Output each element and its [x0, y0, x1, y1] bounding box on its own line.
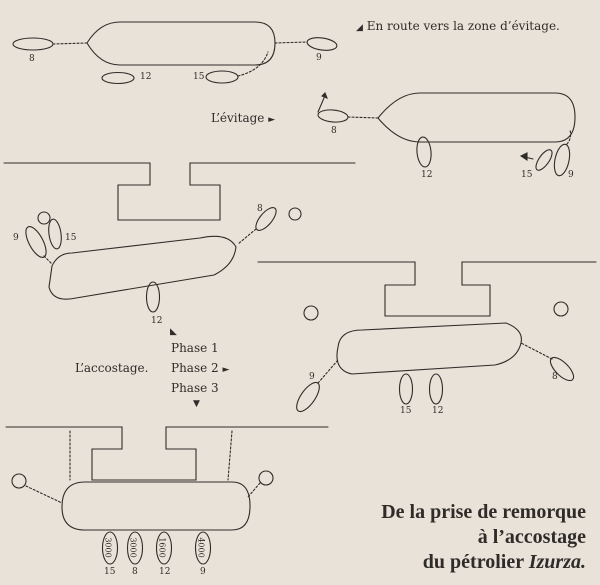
tug-number-15: 15 — [400, 406, 412, 416]
scene-phase-3 — [5, 426, 329, 565]
tug-12 — [416, 136, 432, 168]
tanker-hull — [377, 92, 576, 143]
tug-8 — [317, 109, 349, 123]
title-line-3: du pétrolier Izurza. — [381, 550, 586, 575]
tug-number-12: 12 — [421, 170, 433, 180]
tug-15 — [48, 218, 62, 250]
tanker-hull — [86, 21, 276, 66]
label-evitage: L’évitage ► — [211, 111, 275, 125]
mooring-buoy — [37, 211, 51, 225]
label-phase-3: Phase 3 — [171, 381, 219, 395]
mooring-buoy — [553, 301, 569, 317]
tug-number-8: 8 — [552, 372, 558, 382]
tug-number-8: 8 — [29, 54, 35, 64]
tug-number-12: 12 — [159, 567, 171, 577]
tug-12 — [145, 281, 161, 313]
towline — [274, 41, 308, 44]
wake-arrow-head — [321, 92, 328, 99]
tug-number-12: 12 — [432, 406, 444, 416]
tanker-hull — [336, 322, 522, 375]
arrow-down-icon: ▼ — [193, 399, 200, 409]
tug-number-15: 15 — [65, 233, 77, 243]
label-accostage: L’accostage. — [75, 361, 149, 375]
power-rating: 3000 — [103, 537, 113, 558]
tug-number-9: 9 — [568, 170, 574, 180]
arrow-right-icon: ► — [222, 365, 230, 375]
towline — [43, 255, 53, 265]
power-rating: 1600 — [157, 537, 167, 558]
tug-number-15: 15 — [193, 72, 205, 82]
arrow-icon: ◢ — [356, 23, 363, 33]
label-en-route-text: En route vers la zone d’évitage. — [366, 19, 560, 33]
quay-lower — [5, 426, 329, 481]
tug-9 — [25, 226, 47, 258]
tug-number-8: 8 — [132, 567, 138, 577]
tug-8 — [12, 37, 54, 51]
mooring-buoy — [303, 305, 319, 321]
towline — [237, 51, 269, 77]
tug-number-9: 9 — [200, 567, 206, 577]
tug-15 — [535, 149, 553, 171]
title-line-2: à l’accostage — [477, 526, 586, 548]
tug-number-12: 12 — [140, 72, 152, 82]
tug-number-9: 9 — [13, 233, 19, 243]
mooring-buoy — [11, 473, 27, 489]
label-phase-1: Phase 1 — [171, 341, 219, 355]
towline — [566, 129, 572, 145]
mooring-buoy — [288, 207, 302, 221]
mooring-line — [227, 430, 233, 481]
ship-name: Izurza. — [528, 551, 586, 573]
scene-evitage — [317, 92, 576, 177]
scene-phase-2 — [296, 301, 575, 413]
towline — [520, 342, 553, 360]
tanker-hull — [61, 481, 251, 531]
tug-8 — [255, 207, 277, 231]
tug-number-15: 15 — [104, 567, 116, 577]
tug-number-15: 15 — [521, 170, 533, 180]
tug-12 — [428, 373, 444, 405]
tug-15 — [205, 70, 239, 84]
power-rating: 3000 — [128, 537, 138, 558]
mooring-line — [25, 485, 63, 504]
title-line-3-prefix: du pétrolier — [422, 551, 529, 573]
tug-12 — [101, 71, 135, 85]
label-phase-2: Phase 2 ► — [171, 361, 229, 375]
tug-15 — [398, 373, 414, 405]
tug-9-pushing — [194, 531, 212, 565]
quay-upper — [3, 162, 356, 221]
tug-15-pushing — [101, 531, 119, 565]
quay-middle — [257, 261, 597, 317]
tanker-hull — [48, 235, 237, 300]
label-phase-2-text: Phase 2 — [171, 361, 219, 375]
tug-12-pushing — [155, 531, 173, 565]
label-evitage-text: L’évitage — [211, 111, 265, 125]
scene-phase-1 — [25, 207, 302, 313]
mooring-buoy — [258, 470, 274, 486]
towline — [317, 359, 339, 384]
title-line-1: De la prise de remorque — [381, 501, 586, 523]
towline — [347, 116, 379, 119]
phase-marker-icon: ◣ — [170, 327, 177, 337]
arrow-right-icon: ► — [268, 115, 276, 125]
tug-number-8: 8 — [257, 204, 263, 214]
mooring-line — [247, 482, 261, 498]
towline — [52, 42, 88, 45]
tug-number-8: 8 — [331, 126, 337, 136]
wake-arrow-head — [519, 152, 528, 162]
tug-number-9: 9 — [316, 53, 322, 63]
tug-8-pushing — [126, 531, 144, 565]
power-rating: 4000 — [196, 537, 206, 558]
label-en-route: ◢ En route vers la zone d’évitage. — [356, 19, 560, 33]
towline — [237, 228, 257, 245]
tug-9 — [553, 143, 571, 177]
tug-number-12: 12 — [151, 316, 163, 326]
tug-9 — [306, 37, 338, 51]
tug-number-9: 9 — [309, 372, 315, 382]
scene-en-route — [12, 21, 338, 85]
wake-arrow — [317, 97, 325, 113]
figure-title: De la prise de remorque à l’accostage du… — [381, 500, 586, 575]
tug-9 — [296, 381, 320, 413]
